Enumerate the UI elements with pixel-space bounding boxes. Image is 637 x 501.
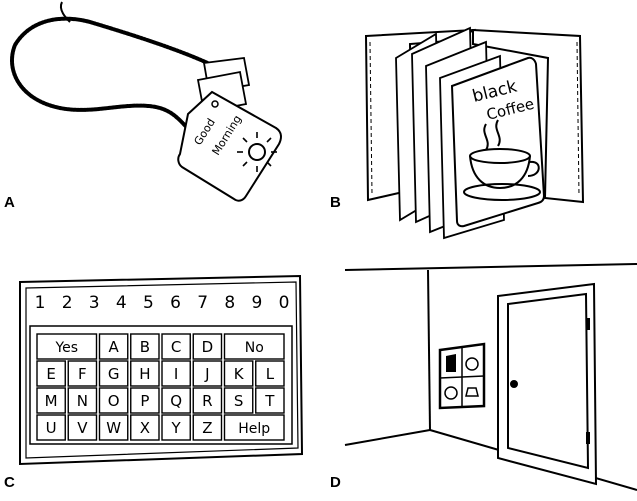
board-cell [255,360,285,387]
board-cell [130,414,160,441]
board-letter-cell: I [174,365,178,383]
board-letter-cell: P [140,392,149,410]
board-letter-cell: R [202,392,212,410]
board-letter-cell: O [108,392,120,410]
board-number-cell: 2 [62,293,73,313]
board-cell [192,414,223,441]
board-letter-cell: T [264,392,275,410]
board-letter-cell: Help [238,421,270,437]
board-cell [192,387,223,414]
board-cell [223,333,285,360]
board-cell [161,387,191,414]
board-number-cell: 0 [279,293,290,313]
picture-board [438,342,486,410]
board-cell [36,360,66,387]
board-letter-cell: No [245,340,264,356]
coffee-cup-icon [463,119,541,201]
board-letter-cell: Y [171,419,182,437]
board-cell [161,360,191,387]
board-cell [67,387,98,414]
board-letter-cell: Yes [54,340,78,356]
board-letter-cell: C [171,338,181,356]
board-cell [161,414,191,441]
board-cell [130,333,160,360]
board-cell [130,360,160,387]
board-number-cell: 1 [35,293,46,313]
board-cell [255,387,285,414]
board-cell [223,360,254,387]
board-letter-cell: L [266,365,275,383]
board-number-cell: 6 [170,293,181,313]
sun-icon [237,132,277,172]
board-letter-cell: E [46,365,55,383]
board-letter-cell: B [140,338,150,356]
board-cell [130,387,160,414]
board-letter-cell: Z [202,419,212,437]
board-letter-cell: W [106,419,121,437]
board-letter-cell: F [78,365,87,383]
board-letter-cell: H [139,365,150,383]
board-cell [98,360,129,387]
board-cell [98,387,129,414]
panel-label-a: A [4,194,15,211]
board-number-cell: 7 [197,293,208,313]
board-number-cell: 4 [116,293,127,313]
board-cell [223,387,254,414]
board-letter-cell: Q [170,392,182,410]
book-cover-right [472,28,585,204]
board-letter-cell: J [204,365,209,383]
board-number-cell: 9 [251,293,262,313]
board-cell [67,414,98,441]
panel-label-d: D [330,474,341,491]
board-cell [161,333,191,360]
board-cell [192,333,223,360]
board-cell [36,333,98,360]
board-letter-cell: N [77,392,88,410]
board-letter-cell: G [108,365,120,383]
board-letter-cell: S [234,392,244,410]
tag-front [177,90,282,202]
board-number-cell: 8 [224,293,235,313]
board-cell [192,360,223,387]
board-number-cell: 3 [89,293,100,313]
board-cell [98,333,129,360]
board-grid [36,333,285,441]
board-number-cell: 5 [143,293,154,313]
board-cell [36,414,66,441]
board-letter-cell: A [108,338,119,356]
board-cell [223,414,285,441]
door-knob [510,380,518,388]
board-cell [67,360,98,387]
board-letter-cell: X [140,419,150,437]
board-cell [98,414,129,441]
board-letter-cell: U [46,419,57,437]
panel-label-b: B [330,194,341,211]
board-letter-cell: M [45,392,58,410]
board-letter-cell: D [202,338,214,356]
door [507,292,590,470]
board-letter-cell: K [234,365,245,383]
board-letter-cell: V [77,419,88,437]
board-cell [36,387,66,414]
panel-label-c: C [4,474,15,491]
